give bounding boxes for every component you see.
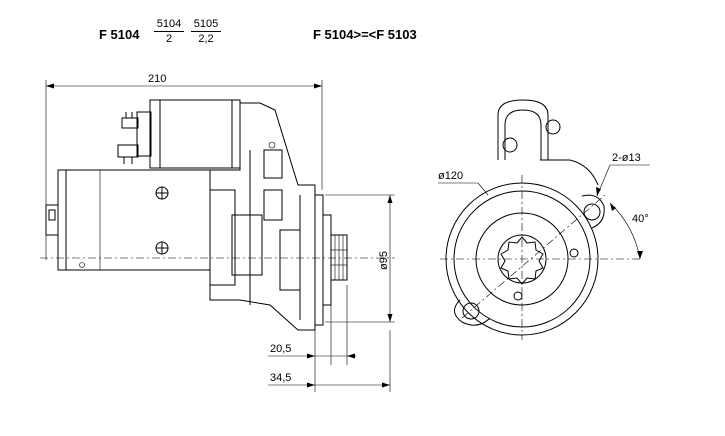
- flange-diameter-dimension: ø120: [438, 170, 463, 182]
- ratio-5104: 5104 2: [154, 18, 184, 45]
- pilot-diameter-dimension: ø95: [378, 251, 390, 270]
- holes-dimension: 2-ø13: [612, 152, 641, 164]
- front-view: [438, 99, 650, 340]
- ratio-5105: 5105 2,2: [191, 18, 221, 45]
- length-dimension: 210: [148, 73, 166, 85]
- terminal-icon: [121, 112, 139, 129]
- equivalence-label: F 5104>=<F 5103: [313, 27, 417, 42]
- bolt-icon: [155, 186, 169, 200]
- side-view: [40, 80, 395, 392]
- offset-a-dimension: 20,5: [270, 343, 291, 355]
- ratio-5104-den: 2: [165, 33, 173, 45]
- offset-b-dimension: 34,5: [270, 372, 291, 384]
- ratio-5105-num: 5105: [191, 18, 221, 32]
- ratio-5104-num: 5104: [154, 18, 184, 32]
- angle-dimension: 40°: [632, 213, 649, 225]
- model-label: F 5104: [99, 27, 140, 42]
- ratio-5105-den: 2,2: [198, 33, 214, 45]
- terminal-icon: [117, 144, 139, 164]
- bolt-icon: [155, 241, 169, 255]
